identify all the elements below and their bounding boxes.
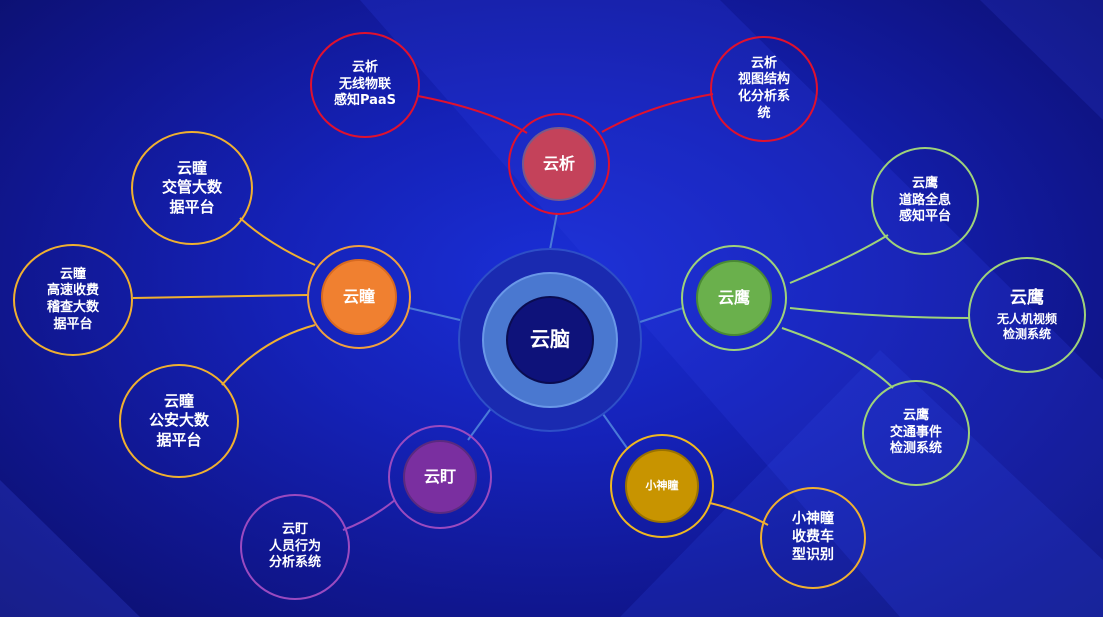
yunding-hub-label: 云盯 <box>423 466 456 486</box>
edge-center-yuntong <box>408 307 461 321</box>
leaf-yunying-drone-sub: 无人机视频 检测系统 <box>996 311 1057 341</box>
center-node[interactable]: 云脑 <box>506 296 594 384</box>
leaf-yunying-drone[interactable]: 云鹰 无人机视频 检测系统 <box>968 257 1086 373</box>
yunying-hub-ring <box>681 245 787 351</box>
leaf-yunding-behavior[interactable]: 云盯 人员行为 分析系统 <box>240 494 350 600</box>
leaf-yunying-event[interactable]: 云鹰 交通事件 检测系统 <box>862 380 970 486</box>
leaf-yuntong-toll[interactable]: 云瞳 高速收费 稽查大数 据平台 <box>13 244 133 356</box>
xiaoshentong-hub-label: 小神瞳 <box>645 478 679 492</box>
leaf-xiaoshentong-vehicle-label: 小神瞳 收费车 型识别 <box>792 511 834 563</box>
edge-xiaoshentong-vehicle <box>709 502 769 526</box>
edge-yuntong-traffic <box>239 217 316 266</box>
edge-yunding-behavior <box>342 499 396 531</box>
edge-yunying-road <box>789 234 889 284</box>
yunding-hub-ring <box>388 425 492 529</box>
leaf-yuntong-traffic[interactable]: 云瞳 交管大数 据平台 <box>131 131 253 245</box>
yunying-hub[interactable]: 云鹰 <box>696 260 772 336</box>
edge-center-yunying <box>639 307 684 323</box>
yuntong-hub-label: 云瞳 <box>342 286 375 306</box>
leaf-yuntong-traffic-label: 云瞳 交管大数 据平台 <box>161 159 222 216</box>
yunying-hub-label: 云鹰 <box>717 287 750 307</box>
leaf-yuntong-toll-label: 云瞳 高速收费 稽查大数 据平台 <box>46 266 99 332</box>
edge-yuntong-police <box>221 324 316 386</box>
edge-yunxi-iot <box>417 95 528 134</box>
edge-yunying-drone <box>789 307 971 319</box>
yunxi-hub[interactable]: 云析 <box>522 127 596 201</box>
leaf-yunying-drone-title: 云鹰 <box>1010 287 1044 308</box>
leaf-yunying-road-label: 云鹰 道路全息 感知平台 <box>898 176 951 225</box>
leaf-yunxi-video[interactable]: 云析 视图结构 化分析系 统 <box>710 36 818 142</box>
yuntong-hub[interactable]: 云瞳 <box>321 259 397 335</box>
yunding-hub[interactable]: 云盯 <box>403 440 477 514</box>
edge-yunxi-video <box>601 93 714 133</box>
leaf-yunxi-iot[interactable]: 云析 无线物联 感知PaaS <box>310 32 420 138</box>
leaf-yunxi-video-label: 云析 视图结构 化分析系 统 <box>737 55 790 121</box>
xiaoshentong-hub-ring <box>610 434 714 538</box>
leaf-yuntong-police-label: 云瞳 公安大数 据平台 <box>148 392 209 449</box>
leaf-yunying-road[interactable]: 云鹰 道路全息 感知平台 <box>871 147 979 255</box>
leaf-xiaoshentong-vehicle[interactable]: 小神瞳 收费车 型识别 <box>760 487 866 589</box>
yunxi-hub-ring <box>508 113 610 215</box>
edge-yunying-event <box>781 327 894 389</box>
edge-yuntong-toll <box>132 294 309 299</box>
yuntong-hub-ring <box>307 245 411 349</box>
edge-center-xiaoshentong <box>602 413 628 449</box>
leaf-yunding-behavior-label: 云盯 人员行为 分析系统 <box>268 522 321 571</box>
leaf-yunxi-iot-label: 云析 无线物联 感知PaaS <box>333 60 397 109</box>
xiaoshentong-hub[interactable]: 小神瞳 <box>625 449 699 523</box>
leaf-yuntong-police[interactable]: 云瞳 公安大数 据平台 <box>119 364 239 478</box>
edge-center-yunding <box>467 406 493 441</box>
yunxi-hub-label: 云析 <box>542 153 575 173</box>
leaf-yunying-event-label: 云鹰 交通事件 检测系统 <box>889 408 942 457</box>
center-label: 云脑 <box>530 327 570 352</box>
